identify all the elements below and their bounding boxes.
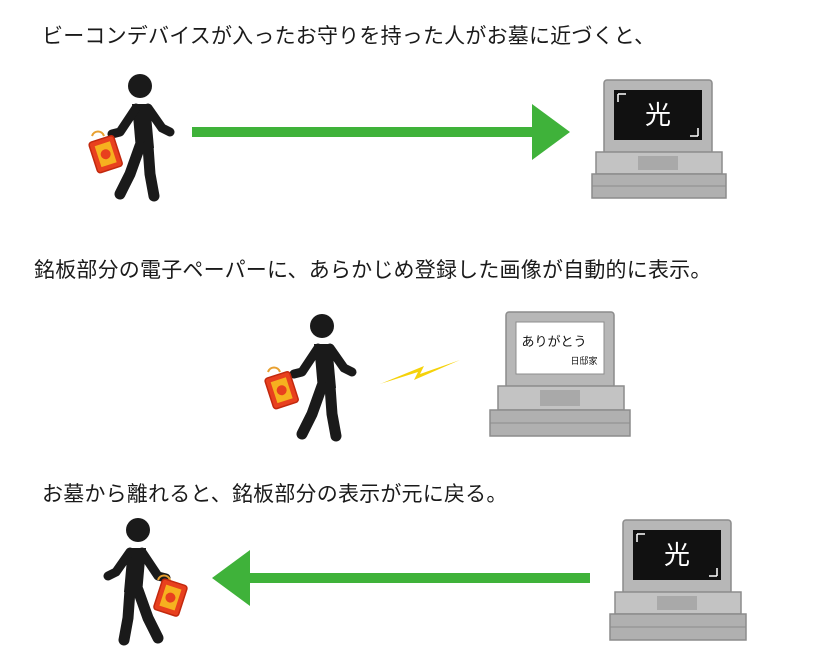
nameplate-kanji: 光 (645, 101, 671, 131)
gravestone-icon: 光 (609, 519, 747, 641)
caption-leave: お墓から離れると、銘板部分の表示が元に戻る。 (42, 482, 508, 506)
person-walking-icon (103, 518, 171, 646)
gravestone-icon: 光 (591, 79, 727, 199)
nameplate-kanji: 光 (664, 541, 690, 571)
omamori-charm-icon (153, 574, 188, 617)
lightning-signal-icon (380, 360, 460, 384)
nameplate-message: ありがとう (521, 335, 586, 350)
omamori-charm-icon (88, 130, 123, 174)
omamori-charm-icon (264, 366, 299, 410)
arrow-left-icon (212, 550, 590, 606)
person-walking-icon (289, 314, 357, 442)
arrow-right-icon (192, 104, 570, 160)
caption-display: 銘板部分の電子ペーパーに、あらかじめ登録した画像が自動的に表示。 (34, 258, 712, 282)
nameplate-family: 日邸家 (570, 355, 597, 367)
person-walking-icon (107, 74, 175, 202)
caption-approach: ビーコンデバイスが入ったお守りを持った人がお墓に近づくと、 (42, 24, 656, 48)
gravestone-icon: ありがとう 日邸家 (489, 311, 631, 437)
